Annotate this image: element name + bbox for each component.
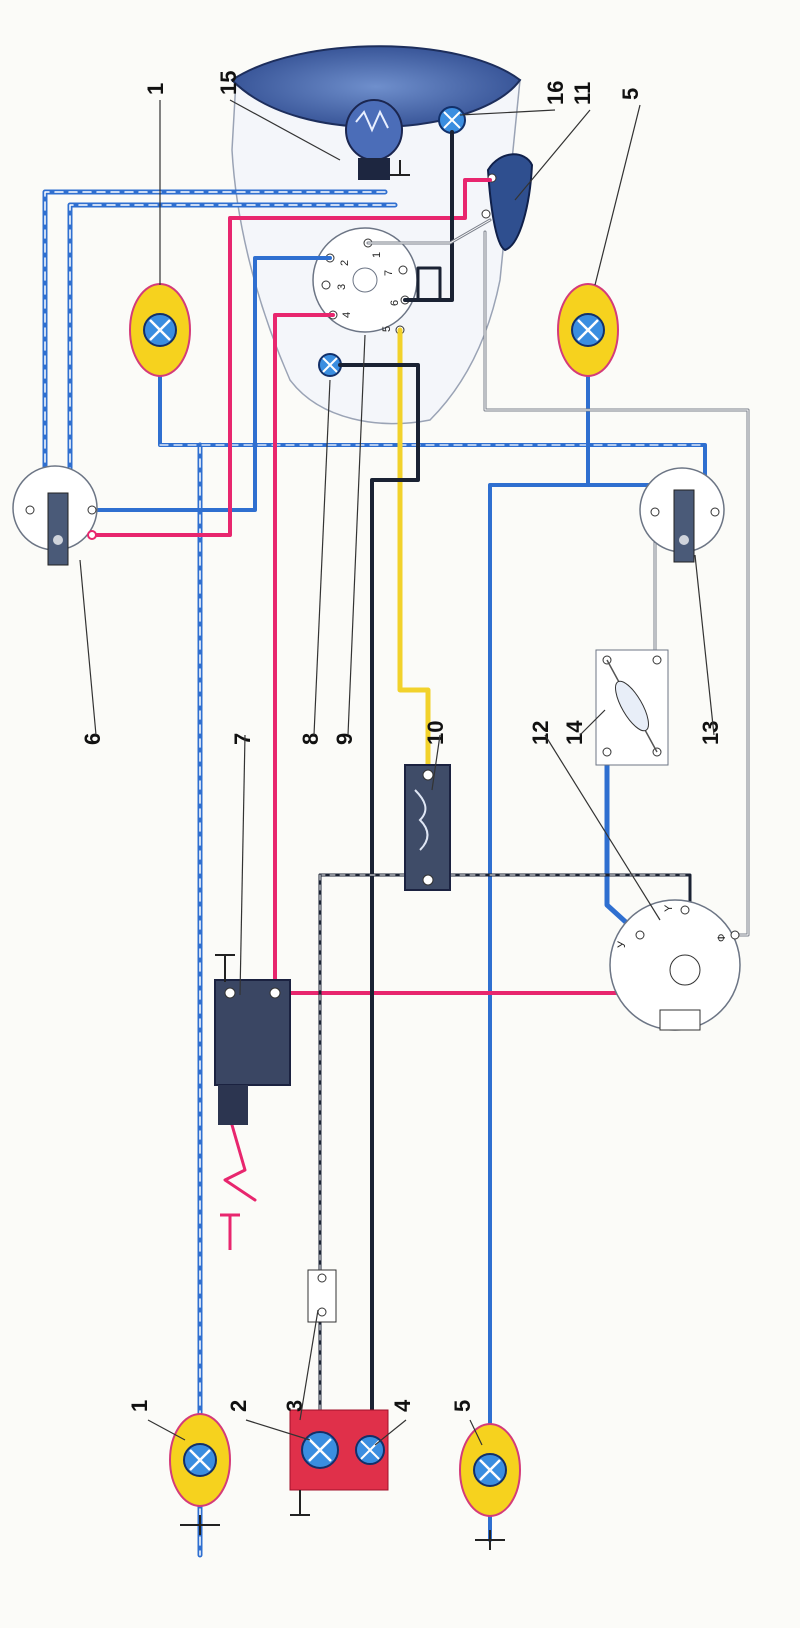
wire-blue-coil14 [604,757,643,938]
front-left-turn-lamp [129,283,191,377]
pin-3: 3 [336,284,348,290]
label-5-bottom: 5 [450,1400,475,1412]
ignition-coil-10 [404,764,451,891]
stop-lamp-4 [355,1435,385,1465]
rear-right-turn-lamp [459,1423,521,1517]
callout-labels: 1 15 16 11 5 6 7 8 9 10 12 14 13 1 2 3 4… [80,71,723,1412]
label-9: 9 [332,733,357,745]
brake-switch-3 [307,1269,337,1323]
tail-lamp-2 [301,1431,339,1469]
pin-7: 7 [383,270,395,276]
wire-pink-main [93,178,492,537]
wire-blue-switch6 [93,256,332,512]
ignition-coil-7 [214,954,291,1125]
label-15: 15 [216,71,241,95]
label-11: 11 [570,82,595,105]
label-2: 2 [226,1400,251,1412]
wire-black-indicator [338,363,420,1442]
label-3: 3 [282,1400,307,1412]
label-4: 4 [390,1399,415,1412]
parking-bulb-icon [438,106,466,134]
dist-mark-1: У [616,940,628,948]
label-16: 16 [543,81,568,105]
ground-spark [220,1213,240,1250]
dist-mark-3: Ф [716,934,728,942]
rear-left-turn-lamp [169,1413,231,1507]
turn-switch-left [12,465,98,566]
headlight-bulb-icon [345,99,403,180]
ground-symbol-3 [290,1490,310,1516]
turn-switch-right [639,467,725,563]
dist-mark-2: Y [663,904,675,912]
ground-symbol-2 [475,1530,505,1550]
label-1-bottom: 1 [127,1400,152,1412]
leader-lines [79,99,715,1446]
pin-2: 2 [339,260,351,266]
label-7: 7 [230,733,255,745]
flasher-relay-14 [595,649,669,766]
label-13: 13 [698,721,723,745]
distributor-12: У Y Ф [609,899,741,1031]
wire-pink-ignition [273,313,335,995]
pin-4: 4 [341,312,353,318]
label-1-top: 1 [143,83,168,95]
ground-symbol [180,1515,220,1535]
wire-pink-spark [223,1123,257,1202]
wire-blue-rear-right [488,483,682,1542]
label-10: 10 [423,721,448,745]
label-5-top: 5 [618,88,643,100]
label-6: 6 [80,733,105,745]
ground-symbol-4 [390,160,410,176]
pin-5: 5 [381,326,393,332]
front-right-turn-lamp [557,283,619,377]
label-8: 8 [298,733,323,745]
indicator-lamp-icon [318,353,342,377]
pin-1: 1 [371,252,383,258]
pin-6: 6 [389,300,401,306]
wire-black-rect [416,266,442,302]
wire-yellow [397,327,431,773]
horn-icon [481,153,534,252]
